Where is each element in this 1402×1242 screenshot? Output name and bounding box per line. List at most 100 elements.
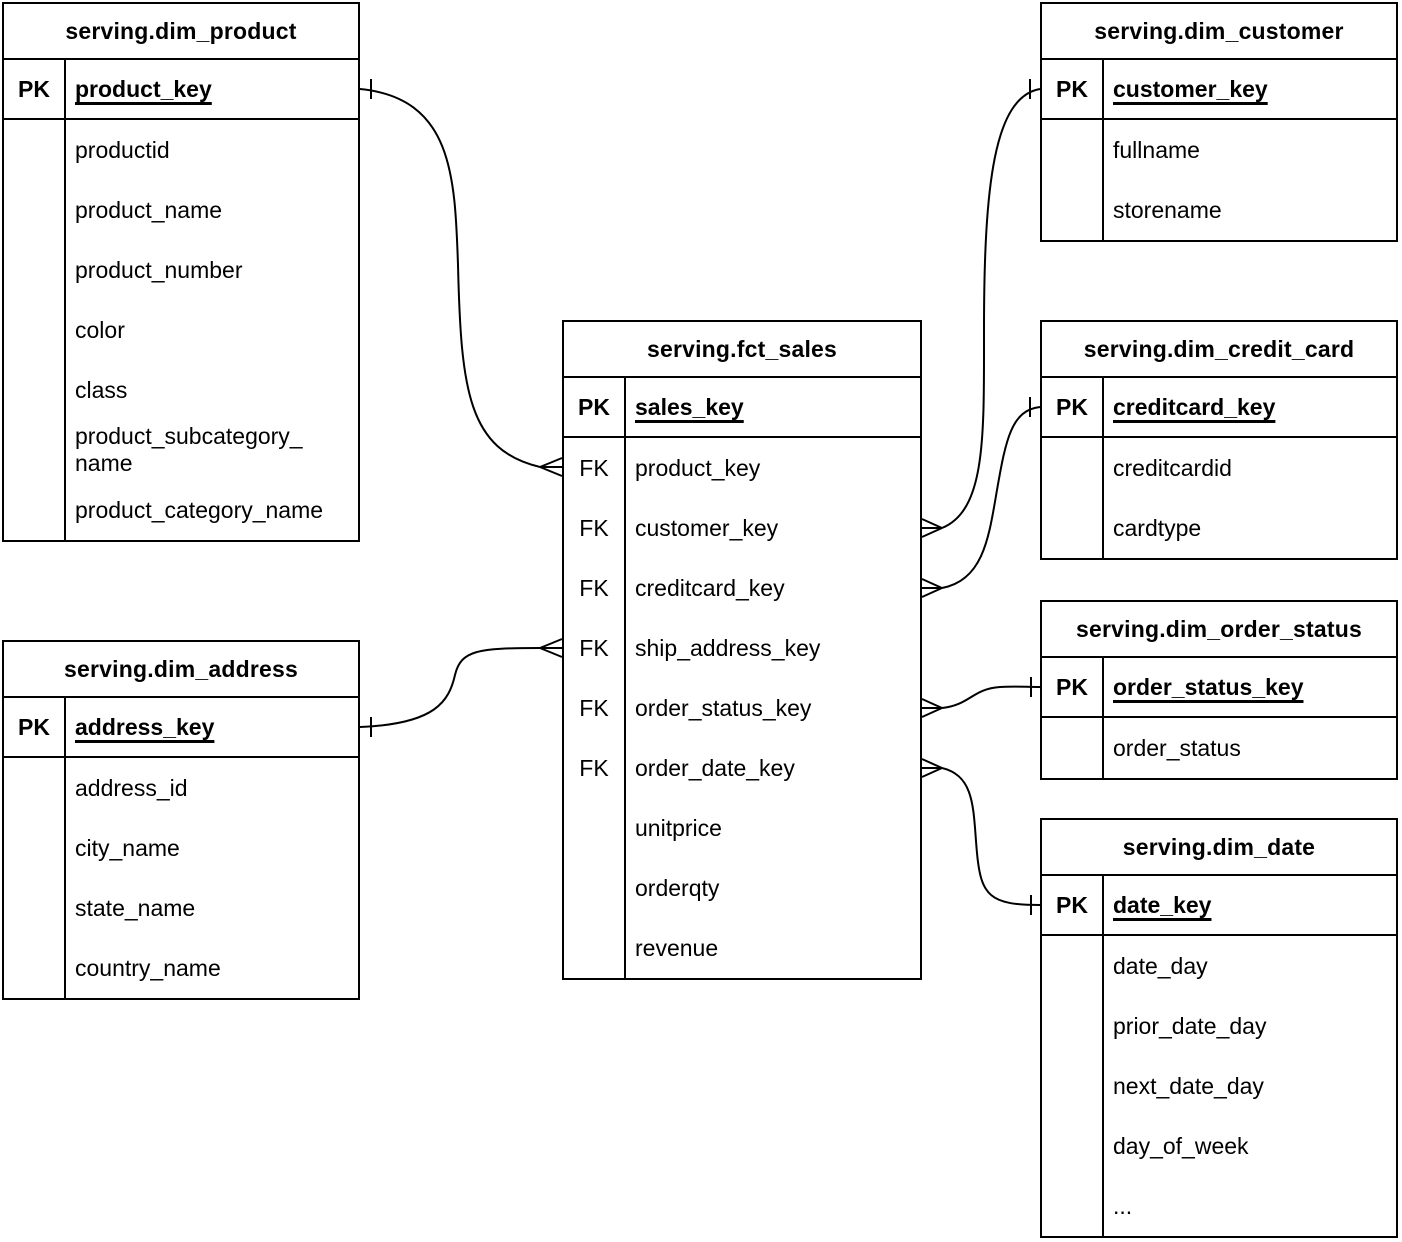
key-spacer	[4, 818, 64, 878]
pk-field-name: creditcard_​key	[1113, 393, 1276, 420]
field-name: revenue	[635, 934, 719, 961]
field-name: ship_​address_​key	[635, 634, 821, 661]
field-name: prior_​date_​day	[1113, 1012, 1267, 1039]
field-name: product_​subcategory_​name	[75, 423, 303, 476]
field-name: address_​id	[75, 774, 188, 801]
pk-key-label: PK	[1042, 378, 1104, 436]
fk-label: FK	[579, 694, 609, 721]
relationship-line	[359, 647, 541, 728]
field-name: productid	[75, 136, 170, 163]
field-name: product_​name	[75, 196, 223, 223]
table-title: serving.dim_​credit_​card	[1042, 322, 1396, 378]
pk-key-label: PK	[4, 698, 66, 756]
field-name: order_​status_​key	[635, 694, 812, 721]
fields-column: order_​status	[1104, 718, 1396, 778]
field-name: cardtype	[1113, 514, 1202, 541]
key-spacer	[4, 360, 64, 420]
key-column	[1042, 936, 1104, 1236]
pk-key-label: PK	[4, 60, 66, 118]
crows-foot-many-marker	[921, 578, 943, 598]
table-title: serving.dim_​address	[4, 642, 358, 698]
table-title: serving.dim_​order_​status	[1042, 602, 1396, 658]
fk-label: FK	[579, 514, 609, 541]
connector-sales-to-product	[359, 79, 563, 477]
pk-key-label: PK	[1042, 658, 1104, 716]
key-column	[1042, 438, 1104, 558]
pk-field-name: product_​key	[75, 75, 212, 102]
connector-sales-to-date	[921, 758, 1041, 915]
connector-sales-to-order-status	[921, 677, 1041, 718]
key-spacer	[4, 420, 64, 480]
field-name: order_​date_​key	[635, 754, 795, 781]
pk-field-cell: creditcard_​key	[1104, 378, 1396, 436]
field-name: city_​name	[75, 834, 180, 861]
relationship-line	[941, 88, 1041, 529]
key-spacer	[4, 878, 64, 938]
key-spacer	[1042, 1176, 1102, 1236]
fk-label: FK	[579, 574, 609, 601]
key-column	[4, 758, 66, 998]
field-name: product_​number	[75, 256, 243, 283]
key-spacer	[564, 918, 624, 978]
key-spacer	[1042, 718, 1102, 778]
key-spacer	[1042, 1116, 1102, 1176]
table-title: serving.dim_​product	[4, 4, 358, 60]
pk-key-label: PK	[1042, 876, 1104, 934]
key-spacer	[4, 480, 64, 540]
key-column	[1042, 120, 1104, 240]
key-spacer	[564, 858, 624, 918]
key-spacer	[1042, 438, 1102, 498]
crows-foot-many-marker	[921, 698, 943, 718]
field-name: class	[75, 376, 128, 403]
key-spacer	[4, 938, 64, 998]
key-spacer	[1042, 936, 1102, 996]
key-spacer	[1042, 1056, 1102, 1116]
pk-row: PK creditcard_​key	[1042, 378, 1396, 438]
table-title: serving.dim_​date	[1042, 820, 1396, 876]
field-name: state_​name	[75, 894, 196, 921]
key-spacer	[1042, 996, 1102, 1056]
relationship-line	[359, 88, 541, 468]
key-spacer	[4, 758, 64, 818]
key-spacer	[4, 240, 64, 300]
field-name: color	[75, 316, 125, 343]
table-body: creditcardid cardtype	[1042, 438, 1396, 558]
table-body: order_​status	[1042, 718, 1396, 778]
field-name: next_​date_​day	[1113, 1072, 1264, 1099]
pk-field-cell: order_​status_​key	[1104, 658, 1396, 716]
key-spacer	[1042, 120, 1102, 180]
pk-key-label: PK	[1042, 60, 1104, 118]
pk-row: PK product_​key	[4, 60, 358, 120]
field-name: storename	[1113, 196, 1222, 223]
pk-field-name: customer_​key	[1113, 75, 1268, 102]
pk-field-cell: sales_​key	[626, 378, 920, 436]
field-name: creditcardid	[1113, 454, 1232, 481]
key-column	[4, 120, 66, 540]
pk-field-cell: product_​key	[66, 60, 358, 118]
table-title: serving.fct_​sales	[564, 322, 920, 378]
fk-label: FK	[579, 754, 609, 781]
field-name: orderqty	[635, 874, 720, 901]
key-spacer	[4, 180, 64, 240]
key-spacer	[4, 300, 64, 360]
fields-column: creditcardid cardtype	[1104, 438, 1396, 558]
key-column	[1042, 718, 1104, 778]
field-name: product_​category_​name	[75, 496, 324, 523]
pk-field-name: sales_​key	[635, 393, 744, 420]
pk-field-cell: address_​key	[66, 698, 358, 756]
crows-foot-many-marker	[539, 638, 563, 658]
